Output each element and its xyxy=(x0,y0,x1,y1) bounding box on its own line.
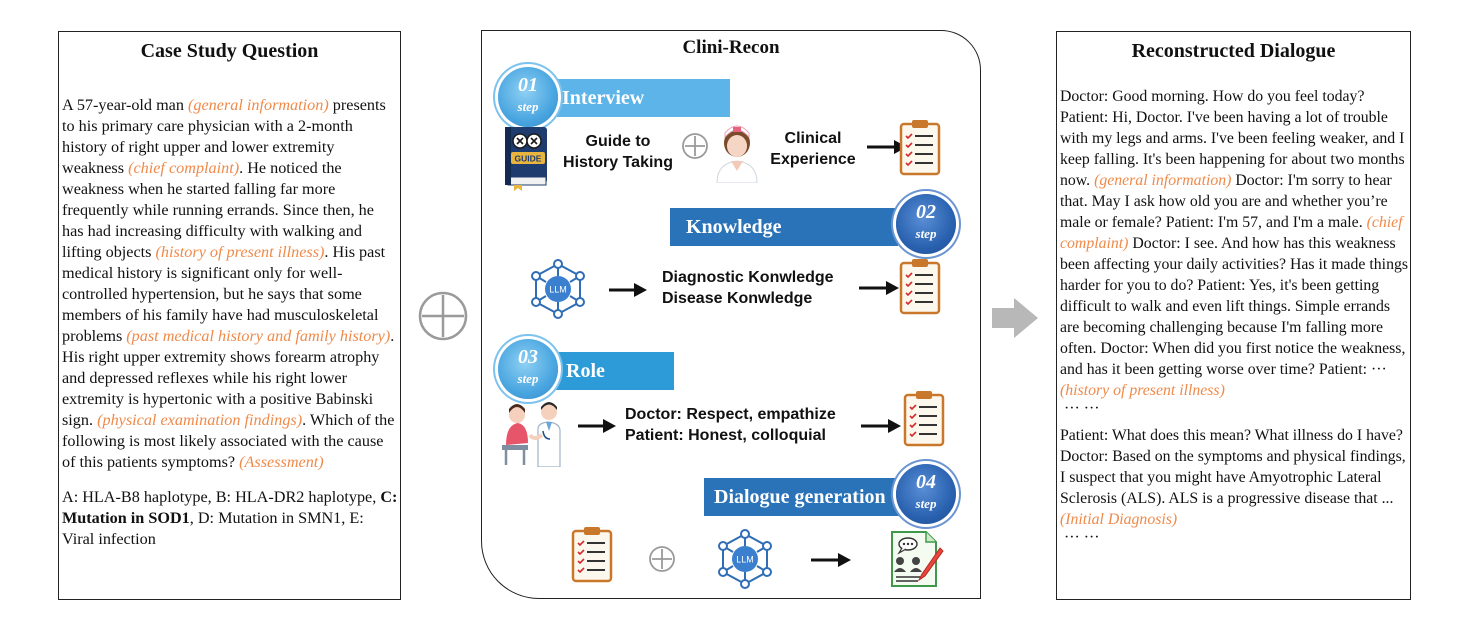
text-segment: Doctor: I'm sorry to hear that. May I as… xyxy=(1060,172,1392,231)
step-4-badge: 04 step xyxy=(896,464,956,524)
step-1-word: step xyxy=(517,99,539,114)
step-1-label: Interview planning xyxy=(562,87,645,147)
clini-recon-title: Clini-Recon xyxy=(682,37,780,58)
arrow-right-icon xyxy=(859,281,899,295)
text-segment: Patient: What does this mean? What illne… xyxy=(1060,427,1406,507)
text-segment: . He noticed the weakness when he starte… xyxy=(62,159,374,261)
step-2-badge: 02 step xyxy=(896,194,956,254)
step-3-bar: Role setting xyxy=(554,352,674,420)
annotation-label: (chief complaint) xyxy=(128,159,240,177)
text-segment: A: HLA-B8 haplotype, B: HLA-DR2 haplotyp… xyxy=(62,488,381,506)
step-2-bar: Knowledge preparation xyxy=(670,208,898,276)
dialogue-ellipsis-2: ··· ··· xyxy=(1064,529,1100,546)
text-segment: . His right upper extremity shows forear… xyxy=(62,327,395,429)
arrow-right-icon xyxy=(609,283,647,297)
arrow-right-icon xyxy=(861,419,901,433)
text-segment: presents to his primary care physician w… xyxy=(62,96,386,177)
annotation-label: (Assessment) xyxy=(239,453,324,471)
text-segment: . His past medical history is significan… xyxy=(62,243,386,345)
reconstructed-dialogue-panel: Reconstructed Dialogue Doctor: Good morn… xyxy=(1056,31,1411,600)
circled-plus-large-icon xyxy=(418,291,468,341)
annotation-label: (general information) xyxy=(188,96,329,114)
step-2-word: step xyxy=(915,226,937,241)
step-4-label: Dialogue generation xyxy=(714,486,886,508)
text-segment: Doctor: I see. And how has this weakness… xyxy=(1060,235,1409,378)
dialogue-text: Doctor: Good morning. How do you feel to… xyxy=(1060,86,1410,546)
plus-icon xyxy=(649,546,675,572)
guide-history-text: Guide to History Taking xyxy=(563,133,673,171)
annotation-label: (general information) xyxy=(1094,172,1232,189)
case-study-panel: Case Study Question A 57-year-old man (g… xyxy=(58,31,401,600)
step-3-badge: 03 step xyxy=(498,339,558,399)
annotation-label: (history of present illness) xyxy=(1060,382,1225,399)
role-text: Doctor: Respect, empathize Patient: Hone… xyxy=(625,406,836,444)
text-segment: . Which of the following is most likely … xyxy=(62,411,395,471)
checklist-icon xyxy=(899,259,941,315)
step-3-word: step xyxy=(517,371,539,386)
gray-arrow-right-icon xyxy=(992,298,1038,338)
doctor-icon xyxy=(716,125,758,183)
clinical-experience-text: Clinical Experience xyxy=(770,130,856,168)
llm-label: LLM xyxy=(549,285,567,295)
text-segment: A 57-year-old man xyxy=(62,96,188,114)
plus-icon xyxy=(682,133,708,159)
dialogue-part-2: Patient: What does this mean? What illne… xyxy=(1060,425,1410,530)
dialogue-ellipsis-1: ··· ··· xyxy=(1064,400,1100,417)
checklist-icon xyxy=(571,527,613,583)
checklist-icon xyxy=(903,391,945,447)
annotation-label: (history of present illness) xyxy=(155,243,325,261)
case-text: A 57-year-old man (general information) … xyxy=(62,95,398,550)
dialogue-document-icon xyxy=(891,531,944,587)
step-4-number: 04 xyxy=(916,471,936,493)
case-paragraph: A 57-year-old man (general information) … xyxy=(62,95,398,473)
step-1-number: 01 xyxy=(518,74,538,96)
step-3-number: 03 xyxy=(518,346,538,368)
arrow-right-icon xyxy=(811,553,851,567)
guide-book-label: GUIDE xyxy=(515,154,542,164)
case-study-title: Case Study Question xyxy=(140,40,319,62)
checklist-icon xyxy=(899,120,941,176)
guide-book-icon: GUIDE xyxy=(505,127,547,191)
llm-label: LLM xyxy=(736,555,754,565)
dialogue-title: Reconstructed Dialogue xyxy=(1131,40,1336,62)
doctor-patient-icon xyxy=(502,402,561,467)
knowledge-text: Diagnostic Konwledge Disease Konwledge xyxy=(662,269,834,307)
text-segment: Doctor: Good morning. How do you feel to… xyxy=(1060,88,1405,189)
step-4-bar: Dialogue generation xyxy=(704,478,900,516)
step-1-badge: 01 step xyxy=(498,67,558,127)
annotation-label: (past medical history and family history… xyxy=(126,327,391,345)
step-4-word: step xyxy=(915,496,937,511)
answer-options: A: HLA-B8 haplotype, B: HLA-DR2 haplotyp… xyxy=(62,487,398,550)
annotation-label: (chief complaint) xyxy=(1060,214,1403,252)
text-segment: , D: Mutation in SMN1, E: Viral infectio… xyxy=(62,509,364,548)
annotation-label: (physical examination findings) xyxy=(97,411,303,429)
step-1-bar: Interview planning xyxy=(554,79,730,147)
correct-answer: C: Mutation in SOD1 xyxy=(62,488,398,527)
annotation-label: (Initial Diagnosis) xyxy=(1060,511,1178,528)
step-2-number: 02 xyxy=(916,201,936,223)
dialogue-part-1: Doctor: Good morning. How do you feel to… xyxy=(1060,86,1410,401)
step-3-label: Role setting xyxy=(566,360,623,420)
llm-network-icon: LLM xyxy=(531,259,585,319)
step-2-label: Knowledge preparation xyxy=(686,216,788,276)
clini-recon-panel: Clini-Recon Interview planning 01 step G… xyxy=(481,30,981,599)
llm-network-icon: LLM xyxy=(718,529,772,589)
arrow-right-icon xyxy=(578,419,616,433)
